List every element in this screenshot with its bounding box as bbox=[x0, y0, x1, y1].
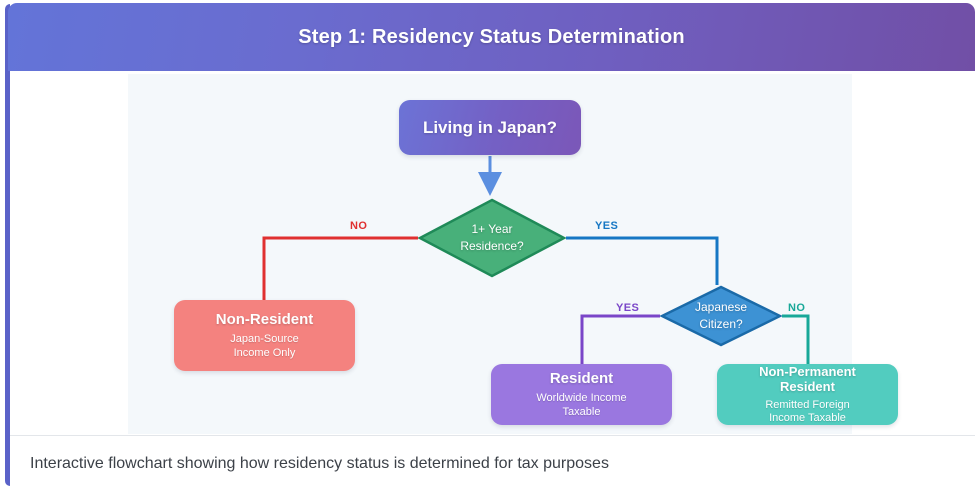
decision-japanese-citizen[interactable]: Japanese Citizen? bbox=[660, 285, 782, 347]
caption-divider bbox=[10, 435, 975, 436]
node-non-resident-subtitle: Japan-Source Income Only bbox=[230, 333, 299, 360]
decision-japanese-citizen-shape bbox=[660, 285, 782, 347]
decision-one-year-residence-shape bbox=[418, 198, 566, 278]
node-resident[interactable]: Resident Worldwide Income Taxable bbox=[491, 364, 672, 425]
node-non-resident-sub-line1: Japan-Source bbox=[230, 333, 299, 346]
edge-label-citizen-no: NO bbox=[788, 302, 806, 314]
node-non-permanent-resident-title-line1: Non-Permanent bbox=[759, 363, 856, 379]
node-non-permanent-resident-subtitle: Remitted Foreign Income Taxable bbox=[765, 399, 849, 426]
caption-text: Interactive flowchart showing how reside… bbox=[30, 455, 609, 472]
page-title: Step 1: Residency Status Determination bbox=[298, 25, 685, 48]
decision-one-year-residence[interactable]: 1+ Year Residence? bbox=[418, 198, 566, 278]
node-non-permanent-resident-title-line2: Resident bbox=[780, 378, 835, 394]
node-non-permanent-resident-sub-line1: Remitted Foreign bbox=[765, 398, 850, 411]
node-non-resident-title: Non-Resident bbox=[215, 310, 314, 328]
node-resident-sub-line2: Taxable bbox=[562, 405, 601, 418]
canvas-margin-left bbox=[10, 74, 128, 434]
node-living-in-japan[interactable]: Living in Japan? bbox=[399, 100, 581, 155]
node-non-permanent-resident-sub-line2: Income Taxable bbox=[769, 412, 846, 425]
edge-label-year-no: NO bbox=[350, 220, 368, 232]
edge-label-year-yes: YES bbox=[595, 220, 619, 232]
node-living-in-japan-title: Living in Japan? bbox=[422, 117, 558, 137]
node-non-permanent-resident-title: Non-Permanent Resident bbox=[759, 364, 856, 394]
node-resident-subtitle: Worldwide Income Taxable bbox=[536, 392, 626, 419]
card-header: Step 1: Residency Status Determination bbox=[8, 3, 975, 71]
card-left-accent-bar bbox=[5, 4, 10, 486]
node-resident-sub-line1: Worldwide Income bbox=[536, 392, 627, 405]
node-resident-title: Resident bbox=[549, 369, 614, 387]
node-non-resident[interactable]: Non-Resident Japan-Source Income Only bbox=[174, 300, 355, 371]
node-non-permanent-resident[interactable]: Non-Permanent Resident Remitted Foreign … bbox=[717, 364, 898, 425]
node-non-resident-sub-line2: Income Only bbox=[233, 346, 296, 359]
edge-label-citizen-yes: YES bbox=[616, 302, 640, 314]
